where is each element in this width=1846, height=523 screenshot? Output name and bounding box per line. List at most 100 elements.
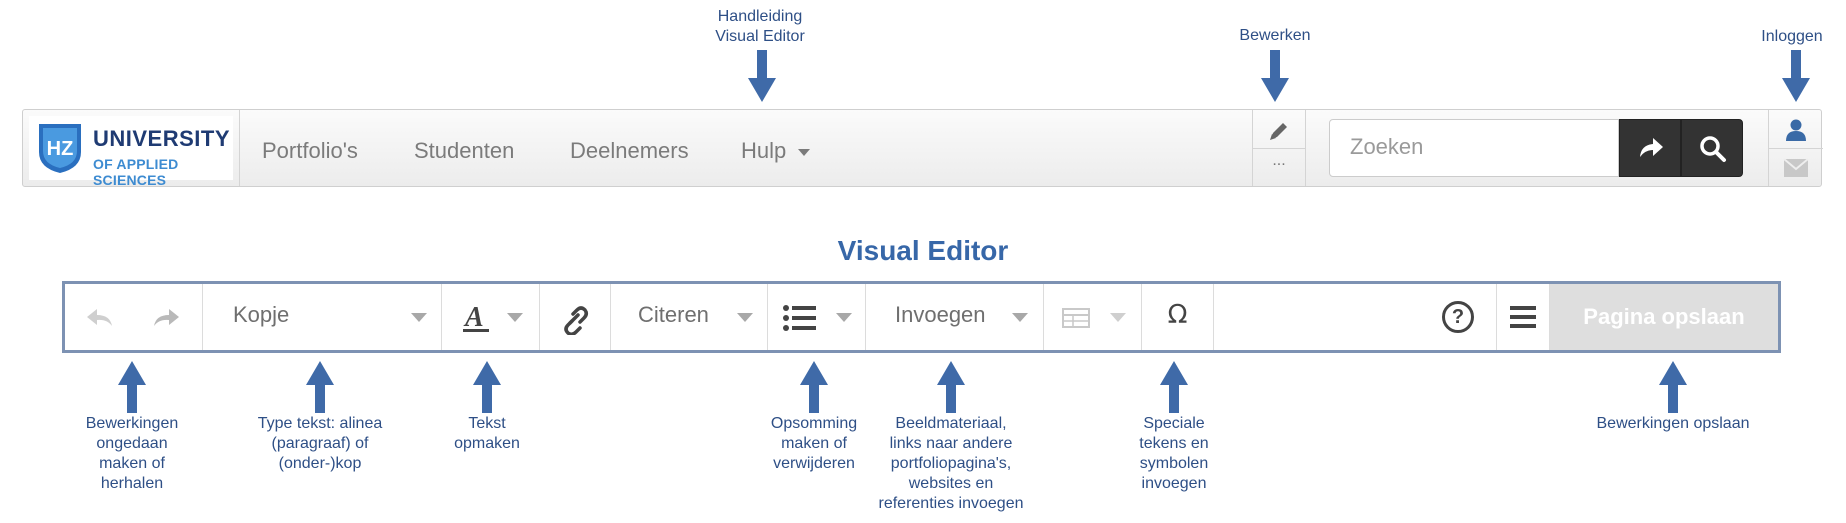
toolbar-divider bbox=[610, 284, 611, 350]
annotation-line: websites en bbox=[908, 475, 994, 492]
user-icon[interactable] bbox=[1784, 118, 1808, 142]
toolbar-divider bbox=[1496, 284, 1497, 350]
nav-link-hulp-label: Hulp bbox=[741, 138, 787, 163]
annotation-text-type: Type tekst: alinea (paragraaf) of (onder… bbox=[230, 414, 410, 474]
annotation-format: Tekst opmaken bbox=[437, 414, 537, 454]
caret-down-icon bbox=[411, 313, 427, 322]
annotation-line: referenties invoegen bbox=[878, 495, 1024, 512]
annotation-line: herhalen bbox=[100, 475, 164, 492]
annotation-line: Opsomming bbox=[770, 415, 858, 432]
text-style-button[interactable]: A bbox=[442, 284, 539, 350]
annotation-manual-line2: Visual Editor bbox=[715, 28, 805, 45]
arrow-up-icon bbox=[1160, 361, 1188, 413]
nav-link-studenten[interactable]: Studenten bbox=[414, 138, 515, 163]
toolbar-divider bbox=[1549, 284, 1550, 350]
table-icon bbox=[1062, 308, 1090, 328]
search-icon bbox=[1700, 136, 1726, 162]
annotation-line: Speciale bbox=[1143, 415, 1205, 432]
cite-label: Citeren bbox=[638, 302, 709, 327]
logo-main-text: UNIVERSITY bbox=[93, 126, 231, 151]
toolbar-divider bbox=[865, 284, 866, 350]
nav-divider bbox=[239, 110, 240, 186]
arrow-down-icon bbox=[1261, 50, 1289, 102]
annotation-manual-line1: Handleiding bbox=[717, 8, 803, 25]
annotation-line: invoegen bbox=[1141, 475, 1207, 492]
arrow-up-icon bbox=[118, 361, 146, 413]
toolbar-divider bbox=[539, 284, 540, 350]
toolbar-divider bbox=[1213, 284, 1214, 350]
user-column bbox=[1768, 110, 1823, 186]
nav-link-deelnemers[interactable]: Deelnemers bbox=[570, 138, 689, 163]
annotation-line: links naar andere bbox=[889, 435, 1013, 452]
caret-down-icon bbox=[1012, 313, 1028, 322]
annotation-line: opmaken bbox=[454, 435, 520, 452]
caret-down-icon bbox=[507, 313, 523, 322]
help-button[interactable]: ? bbox=[1442, 301, 1474, 333]
hamburger-menu-icon[interactable] bbox=[1510, 306, 1536, 328]
editor-toolbar: Kopje A Citeren Invoeg bbox=[62, 281, 1781, 353]
nav-link-portfolios[interactable]: Portfolio's bbox=[262, 138, 358, 163]
more-button[interactable]: ... bbox=[1272, 152, 1286, 169]
pencil-icon[interactable] bbox=[1268, 120, 1290, 142]
visual-editor-title: Visual Editor bbox=[837, 235, 1009, 266]
annotation-line: Tekst bbox=[468, 415, 506, 432]
table-button[interactable] bbox=[1044, 284, 1141, 350]
annotation-line: Type tekst: alinea bbox=[257, 415, 383, 432]
annotation-line: (paragraaf) of bbox=[271, 435, 369, 452]
heading-select[interactable]: Kopje bbox=[203, 284, 441, 350]
search-button[interactable] bbox=[1681, 119, 1743, 177]
caret-down-icon bbox=[836, 313, 852, 322]
special-characters-button[interactable]: Ω bbox=[1167, 300, 1188, 330]
annotation-manual: Handleiding Visual Editor bbox=[690, 7, 830, 47]
annotation-line: Bewerkingen bbox=[85, 415, 179, 432]
annotation-line: symbolen bbox=[1139, 455, 1209, 472]
toolbar-divider bbox=[1141, 284, 1142, 350]
annotation-save: Bewerkingen opslaan bbox=[1596, 415, 1750, 432]
redo-icon[interactable] bbox=[151, 306, 181, 330]
save-page-button[interactable]: Pagina opslaan bbox=[1550, 284, 1778, 350]
arrow-up-icon bbox=[1659, 361, 1687, 413]
annotation-line: tekens en bbox=[1139, 435, 1209, 452]
annotation-edit: Bewerken bbox=[1239, 27, 1311, 44]
annotation-list: Opsomming maken of verwijderen bbox=[754, 414, 874, 474]
undo-icon[interactable] bbox=[85, 306, 115, 330]
toolbar-divider bbox=[1043, 284, 1044, 350]
nav-link-hulp[interactable]: Hulp bbox=[741, 138, 811, 164]
cite-button[interactable]: Citeren bbox=[611, 284, 767, 350]
help-icon: ? bbox=[1451, 306, 1465, 328]
university-logo[interactable]: HZ UNIVERSITY OF APPLIED SCIENCES bbox=[29, 116, 233, 188]
annotation-line: Beeldmateriaal, bbox=[895, 415, 1007, 432]
list-button[interactable] bbox=[768, 284, 865, 350]
arrow-up-icon bbox=[306, 361, 334, 413]
toolbar-divider bbox=[202, 284, 203, 350]
caret-down-icon bbox=[1110, 313, 1126, 322]
link-icon[interactable] bbox=[558, 303, 590, 335]
text-style-icon: A bbox=[463, 302, 489, 333]
share-arrow-icon bbox=[1640, 138, 1663, 157]
annotation-line: (onder-)kop bbox=[278, 455, 362, 472]
heading-select-value: Kopje bbox=[233, 302, 290, 327]
mail-icon[interactable] bbox=[1783, 158, 1809, 178]
caret-down-icon bbox=[737, 313, 753, 322]
annotation-special: Speciale tekens en symbolen invoegen bbox=[1119, 414, 1229, 494]
search-go-button[interactable] bbox=[1619, 119, 1681, 177]
annotation-insert: Beeldmateriaal, links naar andere portfo… bbox=[856, 414, 1046, 514]
caret-down-icon bbox=[798, 148, 811, 156]
top-navbar: HZ UNIVERSITY OF APPLIED SCIENCES Portfo… bbox=[22, 109, 1823, 188]
insert-button[interactable]: Invoegen bbox=[866, 284, 1043, 350]
insert-label: Invoegen bbox=[895, 302, 986, 327]
search-input[interactable]: Zoeken bbox=[1329, 119, 1619, 177]
annotation-undo-redo: Bewerkingen ongedaan maken of herhalen bbox=[62, 414, 202, 494]
arrow-down-icon bbox=[1782, 50, 1810, 102]
annotation-line: ongedaan bbox=[96, 435, 168, 452]
bulleted-list-icon bbox=[783, 305, 816, 331]
user-divider bbox=[1769, 148, 1823, 149]
annotation-line: maken of bbox=[781, 435, 847, 452]
annotation-line: maken of bbox=[99, 455, 165, 472]
logo-badge-text: HZ bbox=[47, 138, 74, 160]
logo-sub-text: OF APPLIED SCIENCES bbox=[93, 156, 179, 188]
toolbar-divider bbox=[767, 284, 768, 350]
arrow-up-icon bbox=[800, 361, 828, 413]
arrow-up-icon bbox=[473, 361, 501, 413]
hz-shield-icon: HZ bbox=[39, 124, 81, 173]
